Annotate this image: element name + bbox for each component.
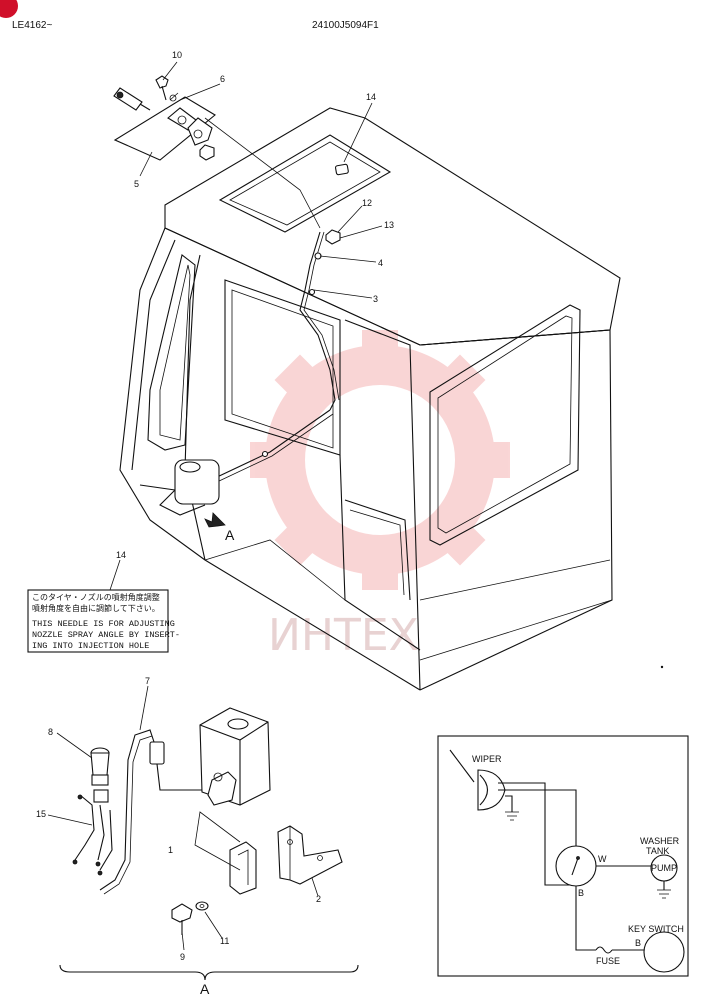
part-number-14-top: 14 bbox=[366, 92, 376, 102]
detail-section-label: A bbox=[200, 981, 210, 997]
schematic-terminal-b1: B bbox=[578, 888, 584, 898]
serial-range: LE4162~ bbox=[12, 20, 52, 31]
part-number-13: 13 bbox=[384, 220, 394, 230]
part-number-10: 10 bbox=[172, 50, 182, 60]
part-number-11: 11 bbox=[220, 936, 229, 946]
note-en-line-1: THIS NEEDLE IS FOR ADJUSTING bbox=[32, 619, 175, 629]
note-jp-line-1: このタイヤ・ノズルの噴射角度調整 bbox=[32, 592, 160, 602]
detail-arrow-label: A bbox=[225, 527, 235, 543]
watermark-text: ИНТЕХ bbox=[268, 610, 419, 661]
note-en-line-3: ING INTO INJECTION HOLE bbox=[32, 641, 149, 651]
reference-dot bbox=[660, 665, 664, 669]
adjusting-needle-note: 14 このタイヤ・ノズルの噴射角度調整 噴射角度を自由に調節して下さい。 THI… bbox=[27, 550, 180, 653]
schematic-key-switch-label: KEY SWITCH bbox=[628, 924, 684, 934]
nozzle-assembly bbox=[113, 75, 321, 229]
part-number-9: 9 bbox=[180, 952, 185, 962]
note-jp-line-2: 噴射角度を自由に調節して下さい。 bbox=[32, 603, 160, 613]
corner-badge-icon bbox=[0, 0, 18, 18]
schematic-fuse-label: FUSE bbox=[596, 956, 620, 966]
watermark-gear-icon bbox=[250, 330, 510, 590]
callouts-cab: 10 6 5 14 12 13 4 3 bbox=[134, 50, 394, 304]
part-number-3: 3 bbox=[373, 294, 378, 304]
part-number-1: 1 bbox=[168, 845, 173, 855]
document-code: 24100J5094F1 bbox=[312, 20, 379, 31]
wiring-schematic: WIPER W B WASHER TANK PUMP KEY SWITCH B … bbox=[437, 735, 689, 977]
cab-drawing: A bbox=[119, 107, 621, 691]
schematic-tank-label: TANK bbox=[646, 846, 669, 856]
part-number-8: 8 bbox=[48, 727, 53, 737]
part-number-14-note: 14 bbox=[116, 550, 126, 560]
part-number-4: 4 bbox=[378, 258, 383, 268]
schematic-washer-label: WASHER bbox=[640, 836, 680, 846]
schematic-wiper-label: WIPER bbox=[472, 754, 502, 764]
schematic-terminal-b2: B bbox=[635, 938, 641, 948]
note-en-line-2: NOZZLE SPRAY ANGLE BY INSERT- bbox=[32, 630, 180, 640]
part-number-12: 12 bbox=[362, 198, 372, 208]
part-number-5: 5 bbox=[134, 179, 139, 189]
schematic-terminal-w: W bbox=[598, 854, 607, 864]
part-number-7: 7 bbox=[145, 676, 150, 686]
part-number-6: 6 bbox=[220, 74, 225, 84]
schematic-pump-label: PUMP bbox=[651, 863, 677, 873]
detail-a-drawing: 7 8 15 1 2 9 11 A bbox=[36, 676, 359, 997]
part-number-2: 2 bbox=[316, 894, 321, 904]
part-number-15: 15 bbox=[36, 809, 46, 819]
